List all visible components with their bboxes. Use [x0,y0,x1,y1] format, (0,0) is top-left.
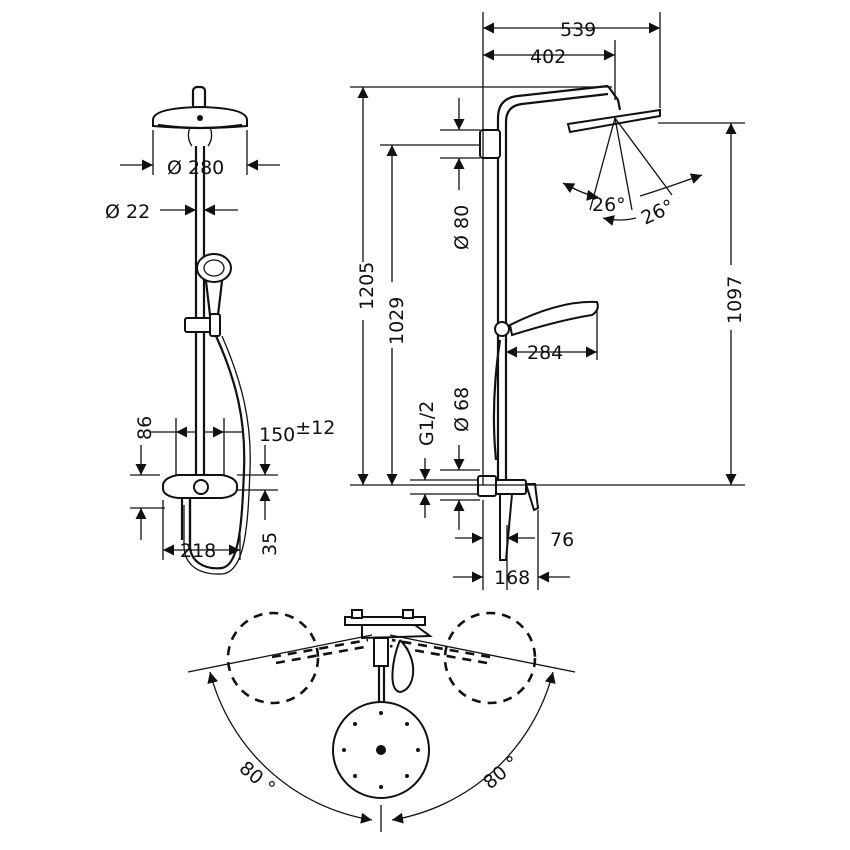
label-holder-diameter: Ø 80 [451,205,473,250]
mixer-side [477,475,540,561]
dim-pipe-diameter: Ø 22 [105,201,238,223]
front-view: Ø 280 Ø 22 [105,85,335,575]
label-rotation-right: 80 ° [479,751,524,793]
side-view: 26° 26° 539 402 [350,12,746,590]
dim-height-35: 35 [237,445,281,556]
hose-front [188,335,246,570]
dim-rosette-diameter: Ø 68 [440,387,480,530]
label-depth-76: 76 [550,529,574,551]
dim-height-86: 86 [130,416,165,540]
label-rotation-left: 80 ° [235,757,280,799]
top-view: 80 ° 80 ° [187,609,576,832]
dim-hand-length: 284 [506,308,598,364]
dim-spacing-150: 150±12 [150,417,335,475]
dim-height-1097: 1097 [658,122,746,485]
label-angle-26a: 26° [592,194,626,216]
label-hand-length: 284 [527,342,563,364]
label-depth-168: 168 [494,567,530,589]
hand-shower-front [184,253,232,337]
label-width-402: 402 [530,46,566,68]
rotated-head-right [443,611,537,705]
hose-front-outline [183,335,251,575]
hand-shower-side [492,300,599,461]
riser-pipe-side [479,84,661,485]
dim-width-402: 402 [483,40,616,100]
label-height-86: 86 [134,416,156,440]
label-rosette-diameter: Ø 68 [451,387,473,432]
dim-depth-76: 76 [455,500,574,590]
label-height-1029: 1029 [386,297,408,345]
label-pipe-diameter: Ø 22 [105,201,150,223]
dim-height-1029: 1029 [380,144,480,485]
label-width-539: 539 [560,19,596,41]
label-height-35: 35 [259,532,281,556]
dim-holder-diameter: Ø 80 [440,98,480,250]
label-height-1097: 1097 [724,276,746,324]
label-angle-26b: 26° [638,195,678,229]
dim-depth-168: 168 [453,510,570,590]
label-width-218: 218 [180,540,216,562]
dim-height-1205: 1205 [350,86,745,486]
label-height-1205: 1205 [356,262,378,310]
mixer-front [161,474,239,545]
label-spacing-150: 150±12 [259,417,335,446]
riser-pipe-front [194,146,206,478]
spray-angle: 26° 26° [562,117,703,230]
dim-width-539: 539 [482,12,661,485]
dim-width-218: 218 [162,500,241,562]
overhead-shower-front [152,85,248,147]
label-thread: G1/2 [416,401,438,446]
dim-head-diameter: Ø 280 [120,130,280,179]
dim-thread: G1/2 [410,401,478,518]
